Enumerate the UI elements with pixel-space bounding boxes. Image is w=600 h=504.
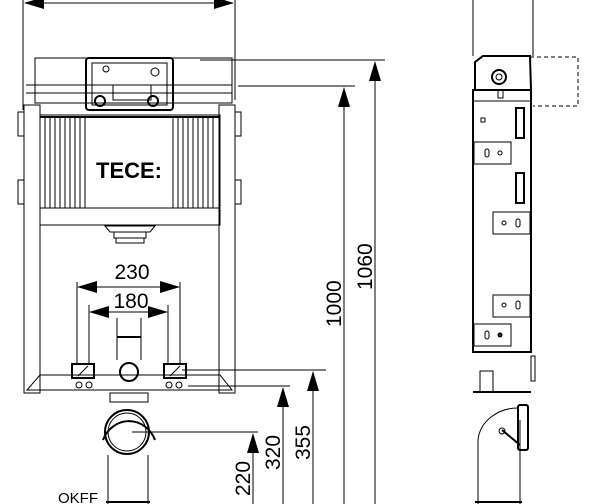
dimension-180: 180 — [88, 290, 169, 364]
side-frame-body — [472, 89, 532, 353]
cistern-ribs-right — [177, 118, 214, 208]
frame-right-post — [218, 104, 236, 394]
dimension-1060-label: 1060 — [354, 243, 377, 290]
flush-valve-access — [85, 57, 174, 111]
dimension-1000: 1000 — [238, 85, 355, 504]
floor-level-label: OKFF — [58, 490, 98, 504]
side-view — [472, 0, 579, 504]
flush-pipe-connector — [119, 362, 139, 382]
dimension-230: 230 — [76, 261, 181, 364]
right-bolt-bracket — [163, 363, 187, 379]
brand-logo: TECE: — [96, 158, 162, 183]
front-view: TECE: — [17, 57, 242, 504]
side-dashed-outline — [530, 56, 579, 107]
cistern-top-housing — [34, 57, 233, 104]
left-bolt-bracket — [71, 363, 95, 379]
dimension-220-label: 220 — [232, 461, 255, 496]
top-width-dimension — [22, 0, 236, 110]
dimension-1060: 1060 — [200, 59, 385, 504]
cistern-body — [39, 114, 221, 226]
cistern-ribs-left — [44, 118, 81, 208]
dimension-320-label: 320 — [262, 435, 285, 470]
frame-left-post — [23, 104, 41, 394]
dimension-220: 220 — [132, 431, 259, 504]
dimension-230-label: 230 — [114, 261, 149, 284]
dimension-355: 355 — [182, 369, 326, 504]
dimension-320: 320 — [188, 385, 290, 504]
dimension-355-label: 355 — [292, 425, 315, 460]
dimension-1000-label: 1000 — [323, 280, 346, 327]
dimension-180-label: 180 — [113, 290, 148, 313]
